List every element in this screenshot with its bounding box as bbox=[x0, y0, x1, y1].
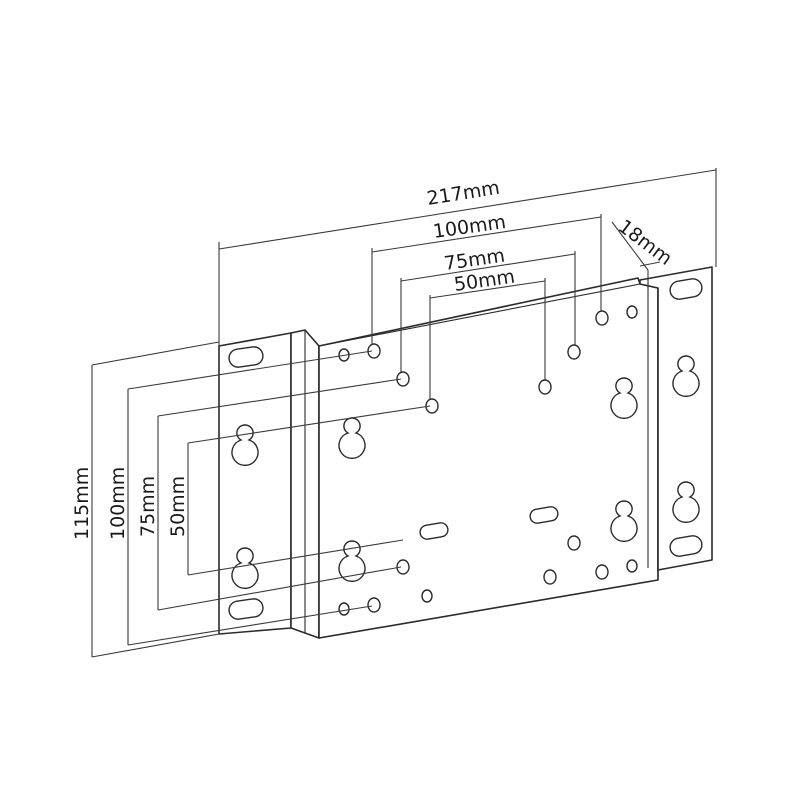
plate-hole bbox=[367, 597, 381, 613]
right-flange-top-slot bbox=[669, 278, 703, 300]
plate-hole bbox=[626, 305, 638, 319]
left-flange-top-slot bbox=[228, 346, 264, 368]
label-vesa-100-width: 100mm bbox=[432, 211, 508, 243]
main-plate bbox=[318, 277, 659, 639]
plate-hole bbox=[425, 398, 439, 414]
plate-hole bbox=[421, 589, 433, 603]
right-flange-bottom-slot bbox=[669, 535, 703, 557]
plate-hole bbox=[396, 559, 410, 575]
plate-hole bbox=[567, 535, 581, 551]
label-total-width: 217mm bbox=[425, 177, 501, 210]
right-flange-keyhole-top bbox=[672, 355, 700, 397]
plate-hole bbox=[367, 343, 381, 359]
horizontal-dimensions bbox=[218, 168, 717, 399]
left-flange bbox=[218, 332, 292, 635]
plate-hole bbox=[543, 569, 557, 585]
plate-keyhole bbox=[610, 377, 638, 419]
plate-hole bbox=[626, 559, 638, 573]
plate-slot bbox=[419, 522, 449, 540]
bend-strip bbox=[290, 329, 320, 639]
left-flange-keyhole-bottom bbox=[231, 547, 259, 589]
label-depth: 18mm bbox=[614, 215, 676, 269]
plate-keyhole bbox=[338, 417, 366, 459]
plate-keyhole bbox=[338, 540, 366, 582]
label-vesa-75-height: 75mm bbox=[137, 476, 159, 537]
plate-hole bbox=[595, 564, 609, 580]
left-flange-bottom-slot bbox=[228, 598, 264, 620]
plate-hole bbox=[538, 379, 552, 395]
plate-holes bbox=[338, 305, 638, 616]
label-vesa-100-height: 100mm bbox=[107, 467, 129, 540]
label-vesa-50-height: 50mm bbox=[167, 476, 189, 537]
plate-keyhole bbox=[610, 500, 638, 542]
plate-hole bbox=[338, 602, 350, 616]
plate-hole bbox=[567, 344, 581, 360]
plate-slot bbox=[529, 506, 559, 524]
vertical-dimensions bbox=[91, 341, 431, 658]
plate-hole bbox=[595, 310, 609, 326]
right-flange bbox=[639, 266, 713, 580]
label-total-height: 115mm bbox=[71, 467, 93, 540]
plate-hole bbox=[396, 371, 410, 387]
right-flange-keyhole-bottom bbox=[672, 481, 700, 523]
